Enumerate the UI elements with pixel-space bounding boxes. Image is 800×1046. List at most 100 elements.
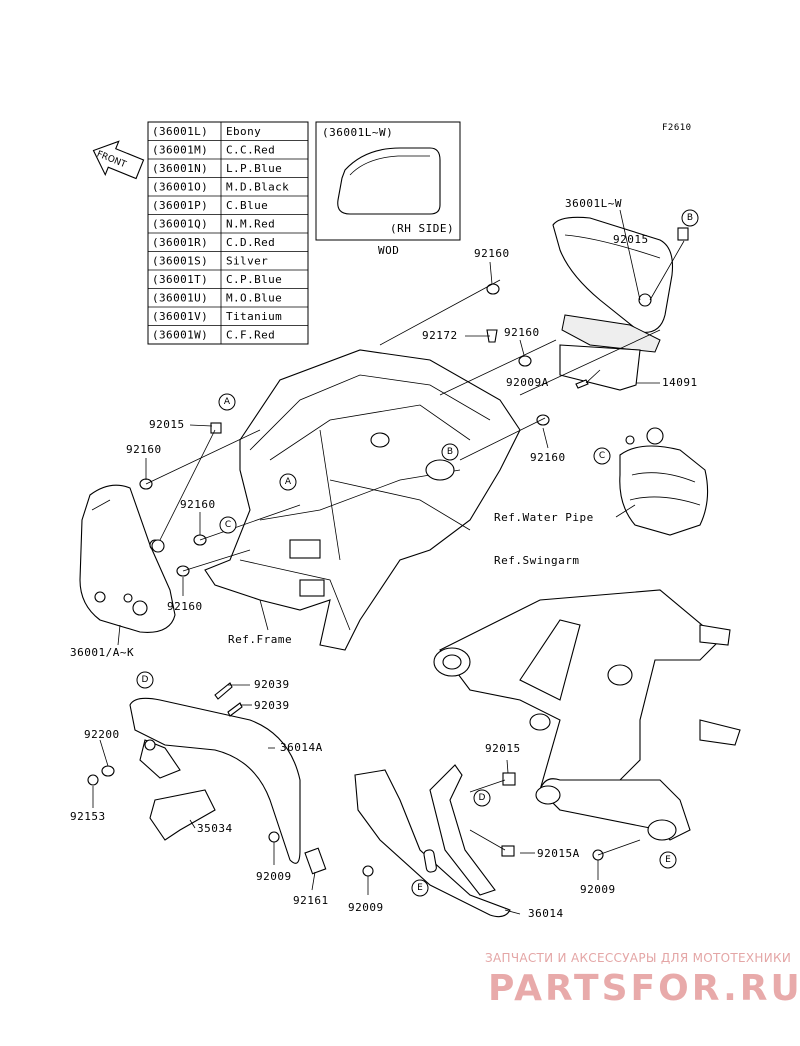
color-name-cell: M.O.Blue <box>226 292 282 305</box>
label-92160-d: 92160 <box>530 451 566 464</box>
label-92160-b: 92160 <box>504 326 540 339</box>
color-name-cell: M.D.Black <box>226 181 289 194</box>
label-92015A: 92015A <box>537 847 580 860</box>
arrow-icon <box>92 140 145 180</box>
label-92160-e: 92160 <box>180 498 216 511</box>
color-name-cell: C.Blue <box>226 199 268 212</box>
label-92039-a: 92039 <box>254 678 290 691</box>
bolt-92153 <box>87 774 99 786</box>
label-36014A: 36014A <box>280 741 323 754</box>
rh-side-inset: (36001L~W) (RH SIDE) WOD <box>315 121 461 257</box>
callout-D-left: D <box>136 671 154 689</box>
label-36014: 36014 <box>528 907 564 920</box>
label-36001LW: 36001L~W <box>565 197 622 210</box>
color-code-cell: (36001N) <box>152 162 208 175</box>
chain-cover-upper <box>129 697 301 864</box>
svg-text:A: A <box>285 477 292 487</box>
color-code-cell: (36001W) <box>152 329 208 342</box>
label-92200: 92200 <box>84 728 120 741</box>
callout-E-right: E <box>659 851 677 869</box>
callout-E-mid: E <box>411 879 429 897</box>
svg-text:B: B <box>447 447 453 457</box>
color-code-cell: (36001O) <box>152 181 208 194</box>
frame-outline <box>204 349 521 651</box>
bracket-35034 <box>149 789 216 841</box>
right-side-cover <box>552 216 674 391</box>
label-35034: 35034 <box>197 822 233 835</box>
color-name-cell: Titanium <box>226 310 282 323</box>
svg-text:B: B <box>687 213 693 223</box>
label-36001AK: 36001/A~K <box>70 646 134 659</box>
bracket-14091-upper <box>561 314 661 353</box>
water-cover-body <box>619 445 709 536</box>
watermark-brand: PARTSFOR.RU <box>488 968 800 1009</box>
label-92160-a: 92160 <box>474 247 510 260</box>
color-name-cell: L.P.Blue <box>226 162 282 175</box>
grommet-92015-top <box>677 227 689 241</box>
color-name-cell: Silver <box>226 255 268 268</box>
callout-B-mid: B <box>441 443 459 461</box>
color-code-cell: (36001T) <box>152 273 208 286</box>
svg-text:D: D <box>142 675 149 685</box>
callout-B-top: B <box>681 209 699 227</box>
label-92015-top: 92015 <box>613 233 649 246</box>
label-92172: 92172 <box>422 329 458 342</box>
dashed-lines <box>145 279 661 856</box>
callout-A-left: A <box>218 393 236 411</box>
svg-text:C: C <box>599 451 605 461</box>
inset-title: (36001L~W) <box>322 126 393 139</box>
leader-lines <box>92 209 685 915</box>
callout-A-frame: A <box>279 473 297 491</box>
color-code-cell: (36001V) <box>152 310 208 323</box>
color-name-cell: C.F.Red <box>226 329 275 342</box>
label-92015-left: 92015 <box>149 418 185 431</box>
callout-C-left: C <box>219 516 237 534</box>
color-code-cell: (36001Q) <box>152 218 208 231</box>
spacer-92161 <box>304 847 327 875</box>
svg-text:A: A <box>224 397 231 407</box>
label-ref-frame: Ref.Frame <box>228 633 292 646</box>
chain-guard <box>304 764 511 918</box>
bolt-92172 <box>486 329 498 343</box>
color-code-cell: (36001S) <box>152 255 208 268</box>
color-code-cell: (36001L) <box>152 125 208 138</box>
svg-text:C: C <box>225 520 231 530</box>
label-ref-swingarm: Ref.Swingarm <box>494 554 579 567</box>
color-name-cell: C.C.Red <box>226 144 275 157</box>
bracket-14091 <box>559 344 641 391</box>
diagram-code: F2610 <box>662 123 692 133</box>
color-code-cell: (36001U) <box>152 292 208 305</box>
frame <box>204 349 521 651</box>
color-name-cell: C.P.Blue <box>226 273 282 286</box>
label-92160-f: 92160 <box>167 600 203 613</box>
color-name-cell: Ebony <box>226 125 261 138</box>
swingarm-body <box>439 589 721 811</box>
label-92009-a: 92009 <box>256 870 292 883</box>
cover-36014A <box>129 697 301 864</box>
watermark: ЗАПЧАСТИ И АКСЕССУАРЫ ДЛЯ МОТОТЕХНИКИ PA… <box>485 951 800 1009</box>
label-14091: 14091 <box>662 376 698 389</box>
swingarm <box>433 589 741 841</box>
water-pipe-cover <box>619 427 709 536</box>
color-name-cell: N.M.Red <box>226 218 275 231</box>
label-92161: 92161 <box>293 894 329 907</box>
svg-text:E: E <box>665 855 671 865</box>
part-labels: 36001L~W 92015 92160 92172 92160 92009A … <box>70 197 698 920</box>
label-ref-water-pipe: Ref.Water Pipe <box>494 511 594 524</box>
callout-C-right: C <box>593 447 611 465</box>
watermark-tagline: ЗАПЧАСТИ И АКСЕССУАРЫ ДЛЯ МОТОТЕХНИКИ <box>485 951 791 965</box>
hardware <box>87 227 689 877</box>
left-side-cover <box>79 484 176 633</box>
inset-note: WOD <box>378 244 399 257</box>
svg-text:E: E <box>417 883 423 893</box>
label-92015-mid: 92015 <box>485 742 521 755</box>
cover-36001AK <box>79 484 176 633</box>
label-92153: 92153 <box>70 810 106 823</box>
color-code-cell: (36001P) <box>152 199 208 212</box>
inset-caption: (RH SIDE) <box>390 222 454 235</box>
label-92039-b: 92039 <box>254 699 290 712</box>
label-92160-c: 92160 <box>126 443 162 456</box>
color-name-cell: C.D.Red <box>226 236 275 249</box>
callout-D-mid: D <box>473 789 491 807</box>
